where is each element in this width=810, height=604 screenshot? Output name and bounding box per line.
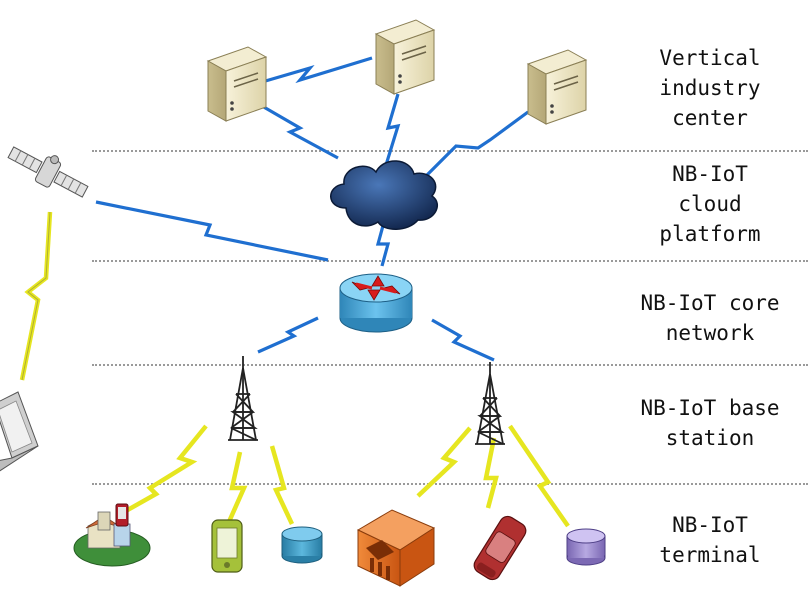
layer-label-base-station: NB-IoT base station <box>640 396 780 450</box>
database-icon <box>281 526 323 564</box>
cell-tower-icon <box>228 356 258 441</box>
link-router-tower-left <box>257 316 319 354</box>
satellite-icon <box>7 146 89 198</box>
layer-label-core-network: NB-IoT core network <box>640 291 780 345</box>
link-tower-phone <box>225 451 248 525</box>
cloud-icon <box>330 160 438 230</box>
router-icon <box>339 273 413 333</box>
car-icon <box>473 515 527 581</box>
server-icon <box>206 46 268 122</box>
building-icon <box>356 509 436 587</box>
link-server-left-cloud <box>261 104 339 160</box>
link-tower-db <box>269 445 295 525</box>
divider-core-base <box>92 364 808 366</box>
link-server-right-cloud <box>418 110 529 184</box>
link-tower-car <box>483 437 499 509</box>
link-satellite-laptop <box>19 211 53 381</box>
divider-base-terminal <box>92 483 808 485</box>
yellow-links <box>19 211 570 528</box>
link-tower-building <box>416 426 472 498</box>
blue-links <box>95 56 529 362</box>
link-server-left-mid <box>261 56 373 84</box>
cell-tower-icon <box>475 362 505 445</box>
server-icon <box>526 49 588 125</box>
smartphone-icon <box>211 519 243 573</box>
link-router-tower-right <box>431 318 495 362</box>
link-tower-db2 <box>508 424 570 528</box>
server-icon <box>374 19 436 95</box>
link-tower-home <box>122 424 208 514</box>
link-satellite-core <box>95 200 329 262</box>
link-cloud-router <box>375 221 391 267</box>
database-icon <box>566 528 606 566</box>
divider-cloud-core <box>92 260 808 262</box>
layer-label-cloud-platform: NB-IoT cloud platform <box>659 162 761 246</box>
link-server-mid-cloud <box>384 93 401 166</box>
layer-label-terminal: NB-IoT terminal <box>659 513 761 567</box>
layer-label-vertical-industry: Vertical industry center <box>659 46 761 130</box>
smart-home-icon <box>73 503 151 567</box>
laptop-icon <box>0 391 39 472</box>
